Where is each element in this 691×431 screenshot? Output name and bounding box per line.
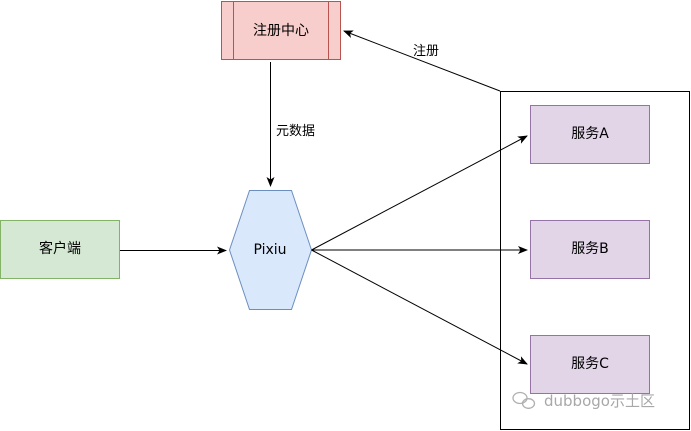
edge-label-register: 注册 [413, 44, 439, 59]
edge-label-metadata: 元数据 [276, 124, 315, 139]
watermark: dubbogo示土区 [512, 391, 655, 410]
service-a-label: 服务A [571, 126, 609, 142]
pixiu-label: Pixiu [253, 242, 286, 258]
edge-pixiu-to-service-a [311, 135, 528, 251]
service-c-label: 服务C [571, 356, 609, 372]
edge-pixiu-to-service-c [311, 249, 528, 365]
service-c-node: 服务C [530, 335, 650, 394]
edge-services-to-registry [343, 30, 501, 92]
watermark-text: dubbogo示土区 [544, 392, 655, 410]
service-b-node: 服务B [530, 220, 650, 279]
service-b-label: 服务B [571, 241, 609, 257]
registry-node: 注册中心 [221, 1, 341, 60]
client-node: 客户端 [0, 220, 120, 279]
wechat-icon [512, 391, 536, 409]
registry-label: 注册中心 [253, 23, 309, 39]
service-a-node: 服务A [530, 105, 650, 164]
client-label: 客户端 [39, 240, 81, 257]
pixiu-node: Pixiu [228, 190, 313, 310]
